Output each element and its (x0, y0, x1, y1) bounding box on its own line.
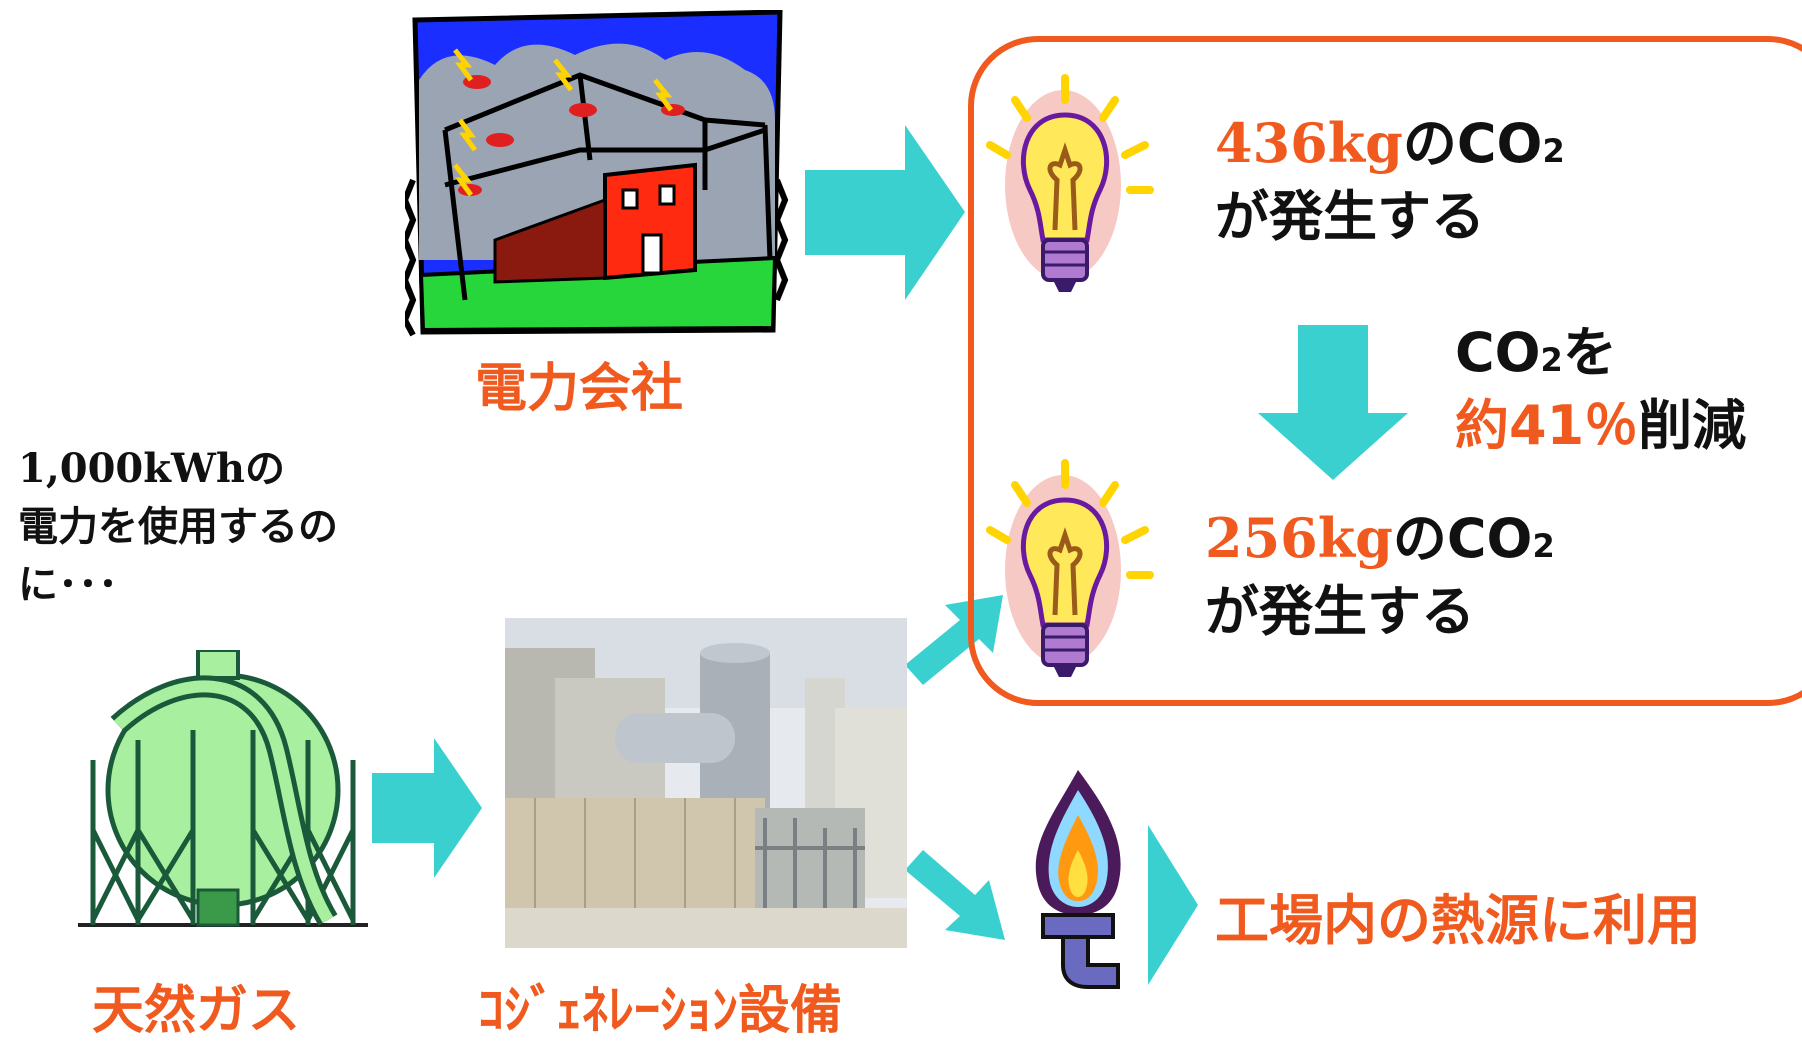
result-bottom-co: のCO (1392, 507, 1533, 570)
lightbulb-icon (986, 459, 1154, 677)
power-plant-icon (405, 10, 789, 337)
result-top: 436kgのCO2 が発生する (1215, 110, 1565, 250)
result-bottom-sub: 2 (1532, 527, 1555, 565)
gas-tank-icon (78, 650, 368, 927)
natural-gas-label: 天然ガス (92, 981, 301, 1041)
reduction-co: CO (1455, 321, 1541, 384)
usage-text: 1,000kWhの 電力を使用するの に･･･ (18, 440, 338, 614)
cogeneration-label: ｺｼﾞｪﾈﾚｰｼｮﾝ設備 (478, 981, 843, 1041)
arrow-right-power (805, 125, 965, 300)
reduction-sub: 2 (1540, 341, 1563, 379)
usage-line1: 1,000kWhの (18, 445, 285, 492)
reduction-suffix: 削減 (1638, 394, 1747, 457)
result-bottom-line2: が発生する (1205, 580, 1475, 643)
usage-line3: に･･･ (18, 562, 118, 608)
result-bottom: 256kgのCO2 が発生する (1205, 505, 1555, 645)
result-top-line2: が発生する (1215, 185, 1485, 248)
co2-result-box (968, 36, 1802, 706)
reduction-text: CO2を 約41％削減 (1455, 320, 1746, 459)
arrow-diagonal-down (905, 850, 1005, 940)
arrow-right-heat (1148, 825, 1198, 985)
result-top-amount: 436kg (1215, 111, 1403, 175)
arrow-diagonal-up (905, 595, 1003, 685)
arrow-down-reduction (1258, 325, 1408, 480)
arrow-right-gas (372, 738, 482, 878)
reduction-wo: を (1562, 321, 1617, 384)
result-top-co: のCO (1402, 112, 1543, 175)
usage-line2: 電力を使用するの (18, 504, 338, 550)
factory-heat-label: 工場内の熱源に利用 (1215, 889, 1701, 952)
flame-burner-icon (1035, 770, 1121, 989)
result-bottom-amount: 256kg (1205, 506, 1393, 570)
lightbulb-icon (986, 74, 1154, 292)
cogeneration-photo (505, 618, 907, 948)
power-company-label: 電力会社 (475, 359, 684, 419)
reduction-percent: 約41％ (1455, 394, 1639, 457)
result-top-sub: 2 (1542, 132, 1565, 170)
